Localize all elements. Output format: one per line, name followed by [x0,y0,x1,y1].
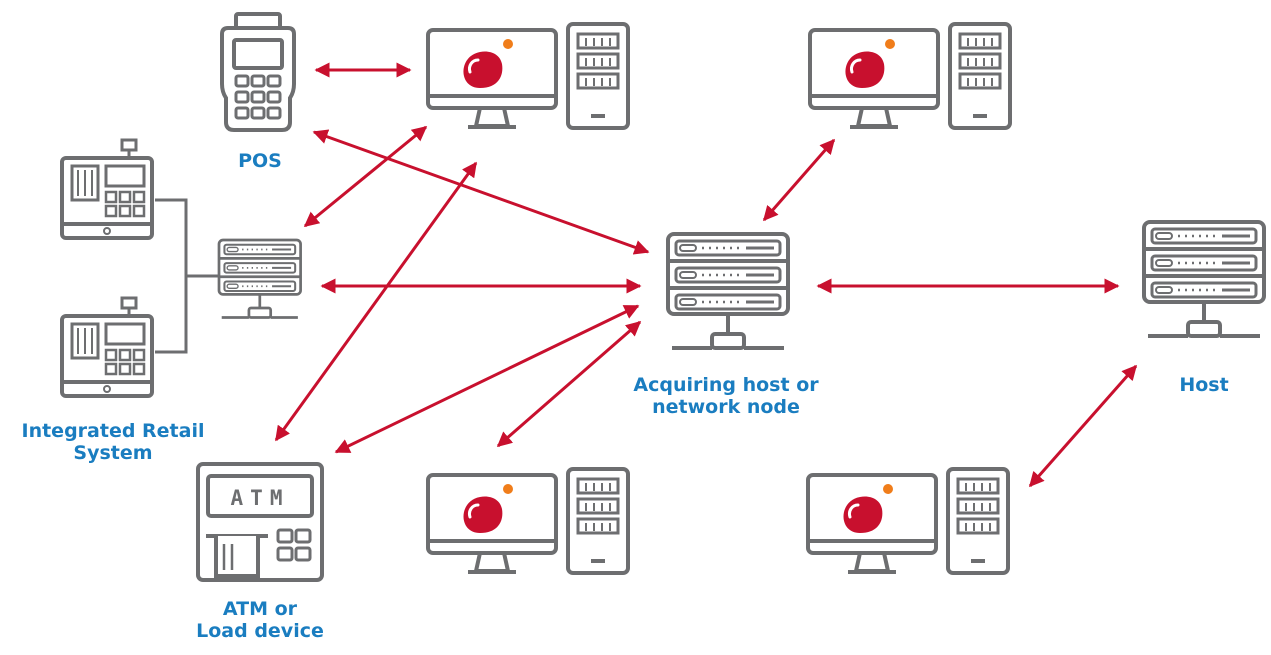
arrow-pos-acquiring [312,129,650,255]
workstation-icon [806,467,1010,575]
pos-terminal-icon [220,12,296,132]
integrated-retail-label: Integrated Retail System [0,420,226,464]
arrow-store-server-workstation [303,125,428,228]
server-stack-icon [666,232,790,350]
pos-label-text: POS [238,150,282,172]
atm-label-line-2: Load device [196,620,324,642]
arrow-lower-workstation-acquiring [496,320,642,448]
acquiring-host-label-line-2: network node [652,396,800,418]
connector-arrows [274,62,1138,488]
workstation-icon [426,467,630,575]
arrow-atm-workstation [274,161,478,442]
arrow-acquiring-upper-workstation [762,138,836,222]
retail-bracket [155,198,220,354]
atm-screen-text: ATM [231,486,290,510]
pos-label: POS [222,150,298,172]
atm-label-line-1: ATM or [222,598,298,620]
acquiring-host-label: Acquiring host or network node [608,374,844,418]
integrated-retail-label-line-1: Integrated Retail [21,420,205,442]
workstation-icon [808,22,1012,130]
host-label: Host [1164,374,1244,396]
server-stack-icon [217,238,302,319]
atm-label: ATM or Load device [180,598,340,642]
cash-register-icon [60,138,154,240]
acquiring-host-label-line-1: Acquiring host or [633,374,819,396]
arrow-atm-acquiring [334,304,640,454]
host-label-text: Host [1179,374,1229,396]
atm-icon: ATM [196,462,324,582]
cash-register-icon [60,296,154,398]
workstation-icon [426,22,630,130]
arrow-host-lower-workstation [1028,364,1138,488]
server-stack-icon [1142,220,1266,338]
integrated-retail-label-line-2: System [73,442,153,464]
